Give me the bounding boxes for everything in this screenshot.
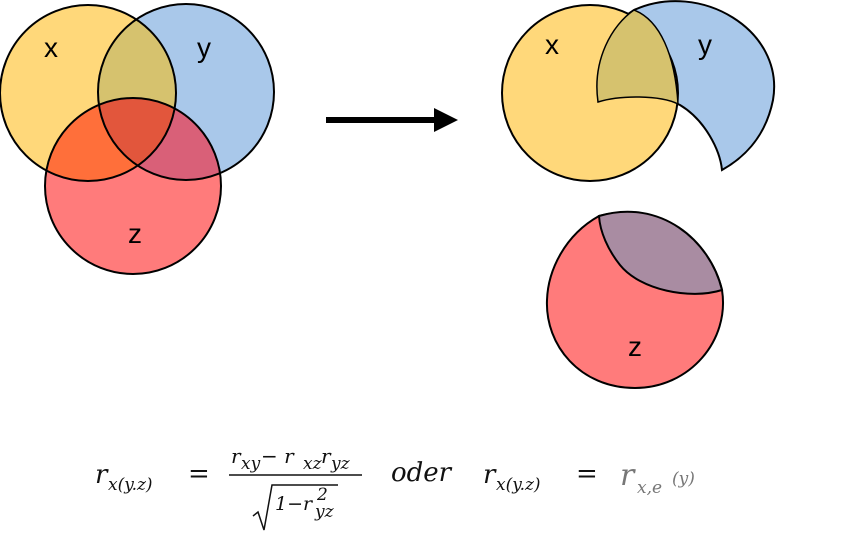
overlap-xyz	[98, 98, 176, 180]
right-venn-xy: x y	[501, 0, 776, 182]
circle-x-outline	[0, 4, 177, 182]
formula-lhs2-sub: x(y.z)	[496, 475, 541, 495]
formula-den-one: 1−r	[275, 493, 314, 515]
formula-lhs2-r: r	[483, 460, 497, 490]
formula-den-sup: 2	[316, 485, 328, 505]
formula-den-sub: yz	[314, 502, 335, 522]
label-z-right: z	[628, 331, 642, 362]
formula-num-r3: r	[321, 444, 332, 468]
formula-eq1: =	[188, 459, 210, 489]
overlap-zy-right	[597, 210, 724, 295]
circle-z-outline	[44, 97, 222, 275]
formula-num-sub2: xz	[303, 454, 323, 474]
formula-oder: oder	[391, 458, 453, 488]
formula-lhs1-sub: x(y.z)	[108, 475, 153, 495]
arrow	[326, 108, 458, 132]
formula-lhs1-r: r	[95, 460, 109, 490]
formula-num-r1: r	[231, 444, 242, 468]
circle-y-outline	[97, 3, 275, 181]
label-x-right: x	[545, 29, 559, 60]
formula-num-minus: − r	[261, 444, 295, 468]
formula-eq2: =	[576, 459, 598, 489]
overlap-xy-right	[596, 9, 679, 106]
right-venn-z: z	[545, 210, 725, 390]
label-y-right: y	[698, 29, 712, 60]
formula-rhs-sub: x,e	[637, 478, 662, 498]
label-z: z	[128, 218, 142, 249]
formula-rhs-sup: (y)	[672, 469, 695, 489]
formula: r x(y.z) = r xy − r xz r yz 1−r yz 2 ode…	[95, 444, 695, 531]
label-x: x	[44, 32, 58, 63]
formula-num-sub1: xy	[241, 454, 261, 474]
sqrt-sign	[252, 484, 338, 531]
label-y: y	[197, 32, 211, 63]
formula-num-sub3: yz	[330, 454, 351, 474]
formula-rhs-r: r	[620, 458, 636, 493]
left-venn: x y z	[0, 3, 275, 275]
